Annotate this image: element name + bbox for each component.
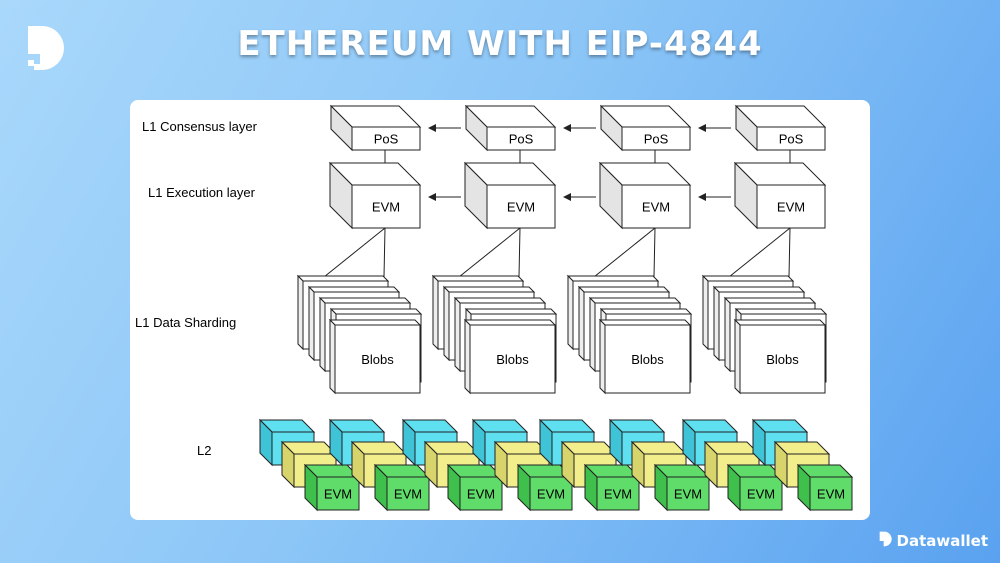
l1-column: Blobs EVM PoS bbox=[296, 104, 423, 395]
pos-box: PoS bbox=[734, 104, 827, 152]
l2-rollup-group: EVM bbox=[751, 418, 854, 512]
l2-cube-back bbox=[538, 418, 596, 467]
arrow-head-icon bbox=[698, 124, 706, 132]
l2-evm-cube-label: EVM bbox=[604, 487, 632, 502]
evm-box-label: EVM bbox=[372, 200, 400, 215]
label-data-sharding: L1 Data Sharding bbox=[135, 315, 236, 330]
pos-box-label: PoS bbox=[374, 132, 399, 147]
arrow-head-icon bbox=[563, 193, 571, 201]
l2-evm-cube: EVM bbox=[516, 463, 574, 512]
blobs-box-label: Blobs bbox=[631, 352, 664, 367]
evm-box-label: EVM bbox=[642, 200, 670, 215]
l2-evm-cube-label: EVM bbox=[467, 487, 495, 502]
evm-box: EVM bbox=[733, 161, 827, 230]
blobs-box: Blobs bbox=[598, 318, 692, 395]
l2-evm-cube: EVM bbox=[583, 463, 641, 512]
diagram-card: L1 Consensus layer L1 Execution layer L1… bbox=[130, 100, 870, 520]
arrow-head-icon bbox=[563, 124, 571, 132]
pos-box: PoS bbox=[329, 104, 422, 152]
arrow-head-icon bbox=[428, 124, 436, 132]
l2-evm-cube-label: EVM bbox=[324, 487, 352, 502]
pos-box: PoS bbox=[464, 104, 557, 152]
blobs-box: Blobs bbox=[733, 318, 827, 395]
l2-evm-cube: EVM bbox=[796, 463, 854, 512]
pos-box: PoS bbox=[599, 104, 692, 152]
brand-footer: Datawallet bbox=[879, 531, 988, 551]
evm-box: EVM bbox=[598, 161, 692, 230]
l1-column: Blobs EVM PoS bbox=[563, 104, 693, 395]
l2-rollup-group: EVM bbox=[401, 418, 504, 512]
evm-box: EVM bbox=[328, 161, 422, 230]
evm-box: EVM bbox=[463, 161, 557, 230]
l2-evm-cube: EVM bbox=[446, 463, 504, 512]
l1-column: Blobs EVM PoS bbox=[428, 104, 558, 395]
label-execution: L1 Execution layer bbox=[148, 185, 256, 200]
l2-rollup-group: EVM bbox=[258, 418, 361, 512]
label-l2: L2 bbox=[197, 443, 211, 458]
blobs-box-label: Blobs bbox=[766, 352, 799, 367]
l2-rollup-group: EVM bbox=[328, 418, 431, 512]
blobs-box: Blobs bbox=[328, 318, 422, 395]
l2-evm-cube-label: EVM bbox=[674, 487, 702, 502]
blobs-box: Blobs bbox=[463, 318, 557, 395]
blobs-box-label: Blobs bbox=[496, 352, 529, 367]
l2-evm-cube-label: EVM bbox=[747, 487, 775, 502]
pos-box-label: PoS bbox=[644, 132, 669, 147]
l2-rollup-group: EVM bbox=[608, 418, 711, 512]
l2-evm-cube: EVM bbox=[303, 463, 361, 512]
l2-evm-cube-label: EVM bbox=[817, 487, 845, 502]
l2-rollup-group: EVM bbox=[538, 418, 641, 512]
l2-rollup-group: EVM bbox=[681, 418, 784, 512]
l2-evm-cube-label: EVM bbox=[537, 487, 565, 502]
datawallet-logo-icon bbox=[879, 531, 893, 551]
blobs-box-label: Blobs bbox=[361, 352, 394, 367]
datawallet-logo-icon bbox=[26, 24, 68, 77]
evm-box-label: EVM bbox=[777, 200, 805, 215]
arrow-head-icon bbox=[428, 193, 436, 201]
page-title: ETHEREUM WITH EIP-4844 bbox=[237, 24, 763, 64]
arrow-head-icon bbox=[698, 193, 706, 201]
brand-name: Datawallet bbox=[896, 532, 988, 550]
evm-box-label: EVM bbox=[507, 200, 535, 215]
l2-rollup-group: EVM bbox=[471, 418, 574, 512]
l1-column: Blobs EVM PoS bbox=[698, 104, 828, 395]
pos-box-label: PoS bbox=[509, 132, 534, 147]
l2-evm-cube: EVM bbox=[653, 463, 711, 512]
l2-evm-cube: EVM bbox=[726, 463, 784, 512]
l2-evm-cube: EVM bbox=[373, 463, 431, 512]
label-consensus: L1 Consensus layer bbox=[142, 119, 258, 134]
l2-evm-cube-label: EVM bbox=[394, 487, 422, 502]
eip4844-diagram: L1 Consensus layer L1 Execution layer L1… bbox=[135, 104, 854, 512]
pos-box-label: PoS bbox=[779, 132, 804, 147]
